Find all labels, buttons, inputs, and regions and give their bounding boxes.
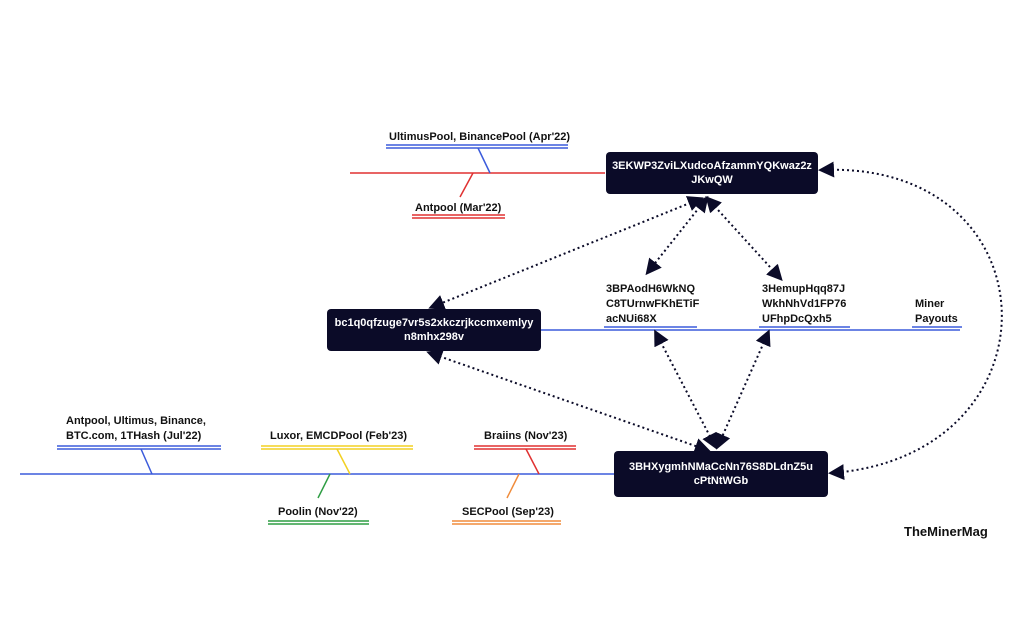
ultimus-binance-connector xyxy=(477,147,491,174)
miner-payouts-line1: Miner xyxy=(915,298,945,310)
braiins-connector xyxy=(525,448,540,475)
wallet-node-left: bc1q0qfzuge7vr5s2xkczrjkccmxemlyy n8mhx2… xyxy=(327,309,541,351)
antpool-mar22-connector xyxy=(459,172,474,198)
watermark-logo: TheMinerMag xyxy=(904,524,988,539)
wallet-node-top: 3EKWP3ZviLXudcoAfzammYQKwaz2z JKwQW xyxy=(606,152,818,194)
arrow-payout-2-to-bottom xyxy=(715,329,771,450)
arrow-top-to-bottom-curve xyxy=(818,161,1003,481)
miner-payouts-label: Miner Payouts xyxy=(915,297,958,327)
payout-address-2: 3HemupHqq87J WkhNhVd1FP76 UFhpDcQxh5 xyxy=(762,282,846,327)
payout-address-1-line2: C8TUrnwFKhETiF xyxy=(606,298,700,310)
payout-address-2-line1: 3HemupHqq87J xyxy=(762,283,846,295)
wallet-left-line1: bc1q0qfzuge7vr5s2xkczrjkccmxemlyy xyxy=(334,317,534,329)
label-poolin: Poolin (Nov'22) xyxy=(278,506,358,518)
label-antpool-jul22-line2: BTC.com, 1THash (Jul'22) xyxy=(66,430,202,442)
payout-address-1-line3: acNUi68X xyxy=(606,313,657,325)
luxor-connector xyxy=(336,448,351,475)
antpool-jul22-connector xyxy=(140,448,153,475)
label-antpool-mar22: Antpool (Mar'22) xyxy=(415,202,502,214)
label-ultimus-binance: UltimusPool, BinancePool (Apr'22) xyxy=(389,131,571,143)
wallet-node-bottom: 3BHXygmhNMaCcNn76S8DLdnZ5u cPtNtWGb xyxy=(614,451,828,497)
arrow-top-to-left xyxy=(428,196,704,310)
wallet-top-line1: 3EKWP3ZviLXudcoAfzammYQKwaz2z xyxy=(612,160,812,172)
label-secpool: SECPool (Sep'23) xyxy=(462,506,554,518)
miner-payouts-line2: Payouts xyxy=(915,313,958,325)
payout-address-1: 3BPAodH6WkNQ C8TUrnwFKhETiF acNUi68X xyxy=(606,282,699,327)
arrow-top-to-payout-2 xyxy=(705,196,783,281)
payout-address-1-line1: 3BPAodH6WkNQ xyxy=(606,283,696,295)
wallet-bottom-line2: cPtNtWGb xyxy=(693,475,749,487)
secpool-connector xyxy=(506,473,520,499)
poolin-connector xyxy=(317,473,331,499)
label-braiins: Braiins (Nov'23) xyxy=(484,430,568,442)
wallet-left-line2: n8mhx298v xyxy=(404,331,464,343)
wallet-bottom-line1: 3BHXygmhNMaCcNn76S8DLdnZ5u xyxy=(629,461,813,473)
arrow-top-to-payout-1 xyxy=(645,195,709,276)
arrow-left-to-bottom xyxy=(426,349,711,454)
label-antpool-jul22-line1: Antpool, Ultimus, Binance, xyxy=(66,415,206,427)
label-luxor-emcd: Luxor, EMCDPool (Feb'23) xyxy=(270,430,408,442)
payout-address-2-line2: WkhNhVd1FP76 xyxy=(762,298,847,310)
wallet-top-line2: JKwQW xyxy=(691,174,733,186)
payout-address-2-line3: UFhpDcQxh5 xyxy=(762,313,832,325)
arrow-payout-1-to-bottom xyxy=(654,329,717,450)
